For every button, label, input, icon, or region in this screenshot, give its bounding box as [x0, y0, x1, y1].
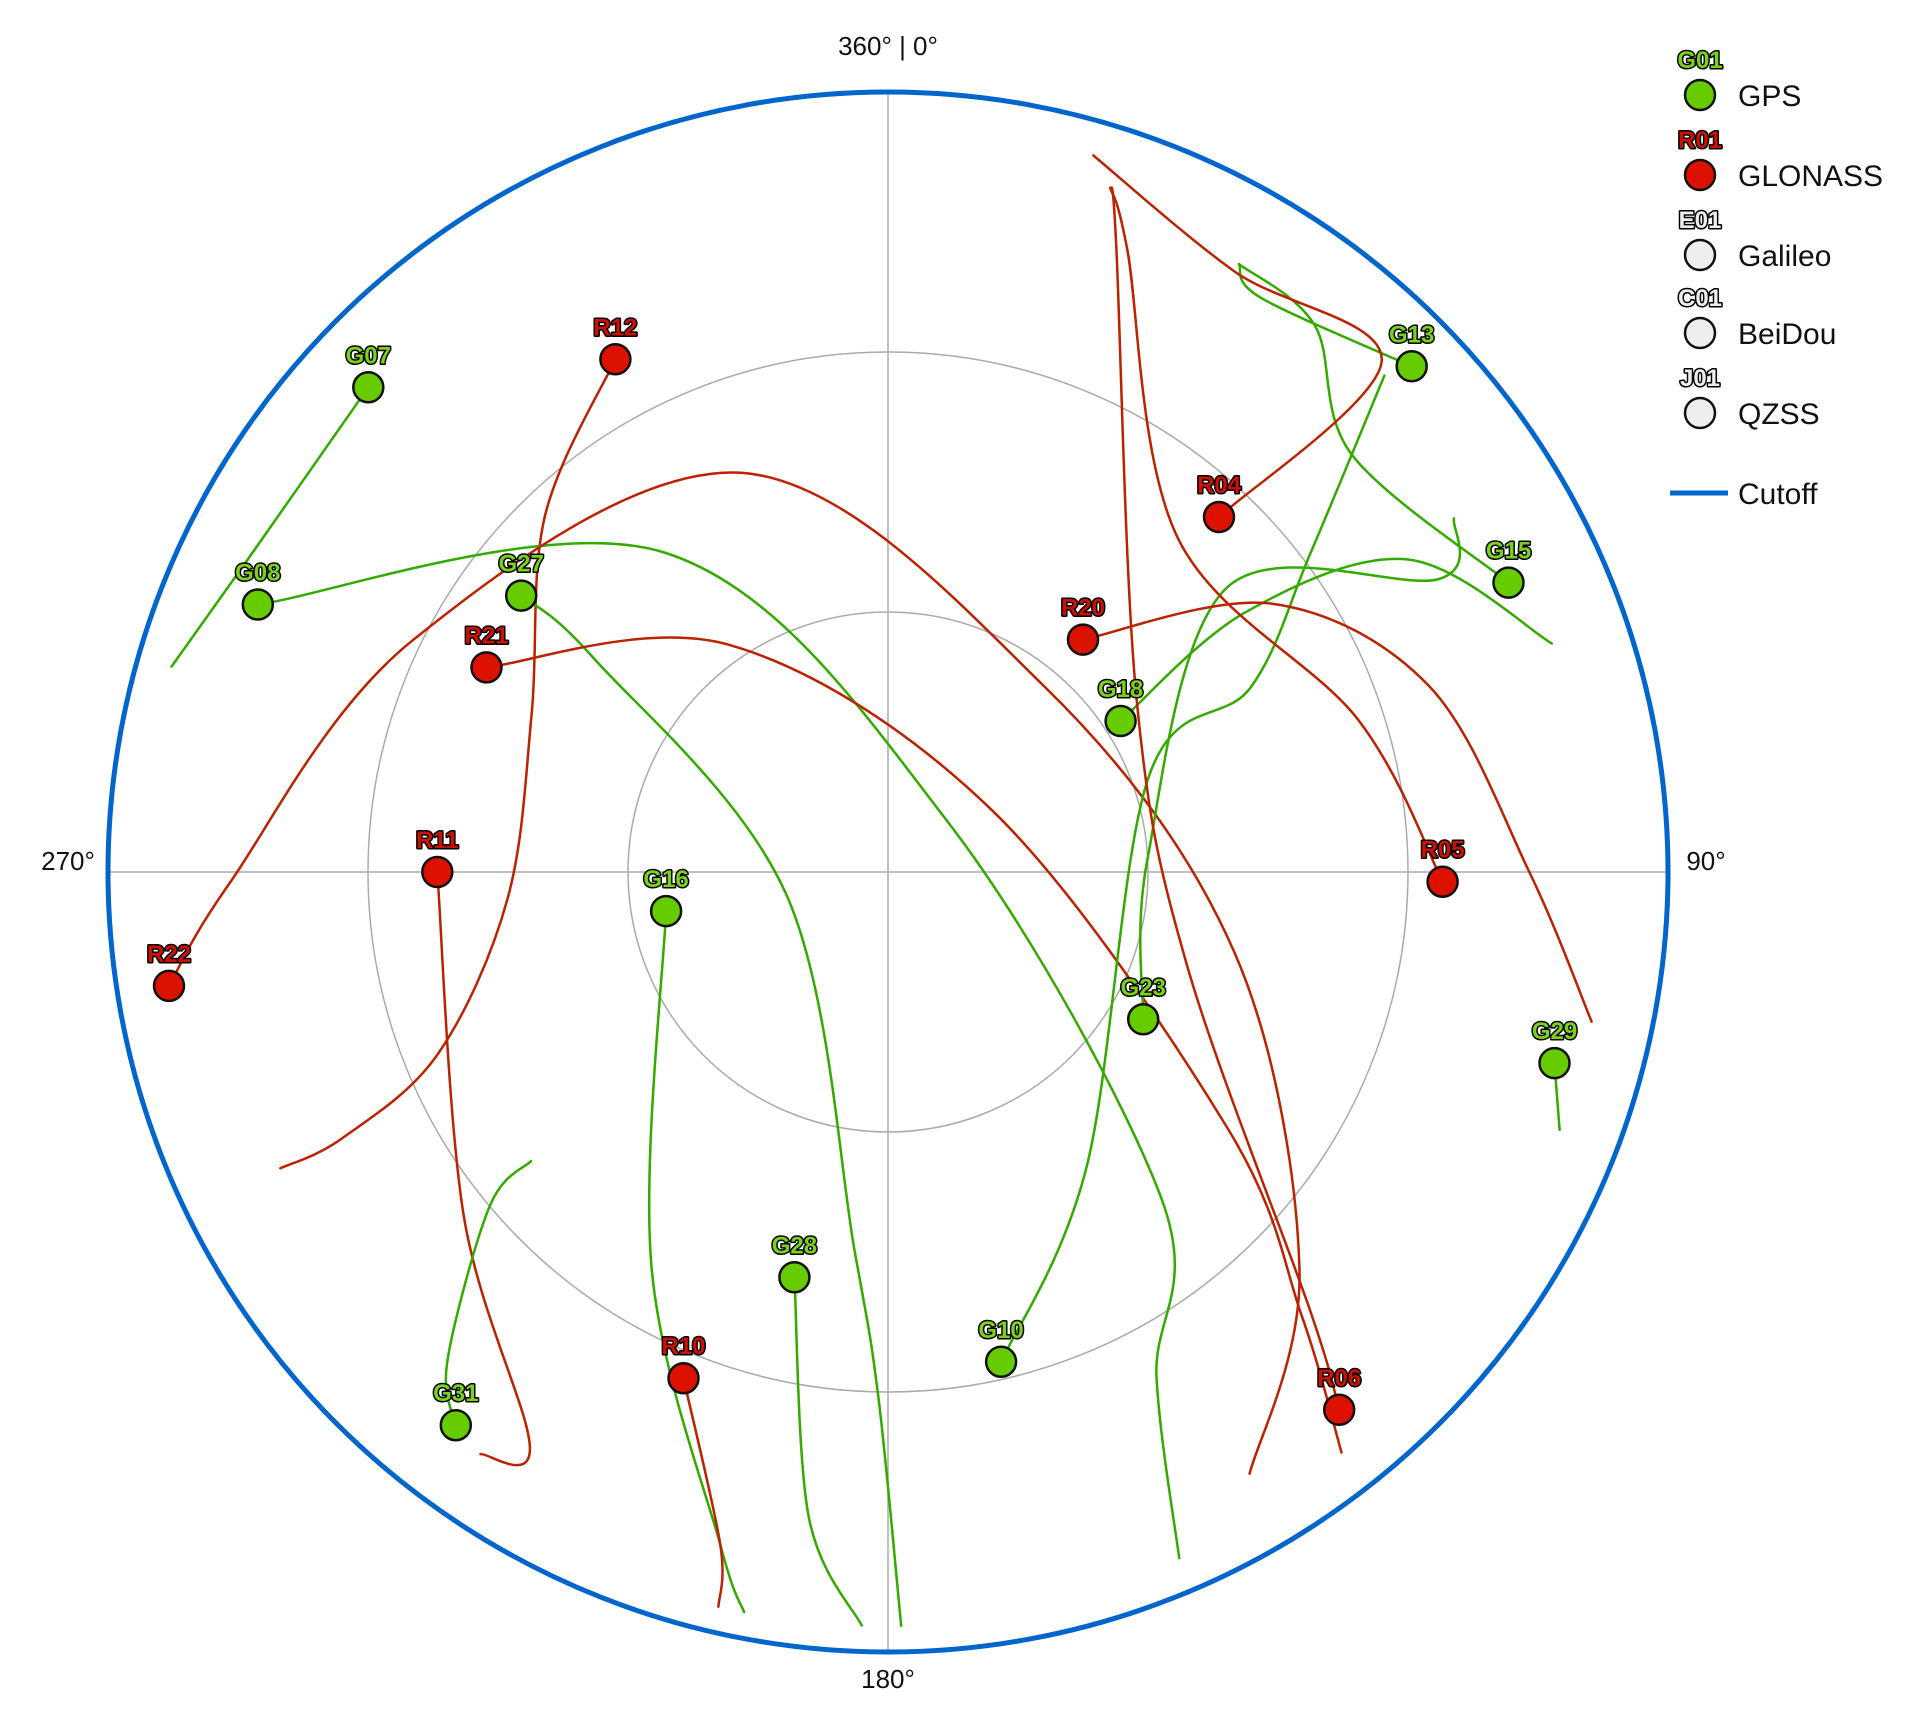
legend-label-gps: GPS: [1738, 80, 1801, 113]
satellite-label-R12: R12: [593, 314, 637, 341]
legend-item-beidou: C01 BeiDou: [1676, 284, 1836, 352]
legend-label-beidou: BeiDou: [1738, 318, 1836, 351]
track-R12: [279, 358, 617, 1170]
track-G16: [647, 909, 746, 1614]
legend-code-galileo: E01: [1679, 207, 1722, 234]
satellite-marker-R12: [599, 343, 632, 376]
track-R22: [167, 471, 1301, 1475]
satellite-marker-G23: [1126, 1003, 1160, 1036]
track-R04: [1092, 154, 1383, 519]
satellite-marker-G10: [984, 1345, 1018, 1379]
legend-item-qzss: J01 QZSS: [1678, 364, 1820, 432]
satellite-label-G13: G13: [1389, 321, 1434, 348]
satellite-marker-G15: [1492, 566, 1525, 599]
legend-label-glonass: GLONASS: [1738, 160, 1883, 193]
satellite-label-G31: G31: [433, 1380, 478, 1407]
direction-labels: 360° | 0° 90° 180° 270°: [41, 31, 1726, 1694]
track-G28: [793, 1276, 863, 1627]
satellite-label-G10: G10: [978, 1317, 1023, 1344]
track-R11: [436, 870, 532, 1467]
track-G10: [999, 374, 1386, 1364]
satellite-marker-R11: [421, 855, 454, 889]
legend-marker-qzss: [1683, 396, 1717, 430]
legend-marker-galileo: [1683, 238, 1717, 272]
satellite-label-R21: R21: [464, 622, 508, 649]
grid-layer: [105, 89, 1671, 1655]
track-G07: [170, 386, 370, 668]
track-G15: [1237, 262, 1510, 584]
legend-label-cutoff: Cutoff: [1738, 478, 1818, 511]
satellite-marker-R20: [1066, 623, 1100, 656]
direction-label-west: 270°: [41, 846, 95, 876]
satellite-label-R04: R04: [1197, 472, 1242, 499]
satellite-marker-G28: [778, 1261, 811, 1294]
track-G23: [1139, 517, 1462, 1021]
satellite-label-G07: G07: [346, 342, 391, 369]
direction-label-south: 180°: [861, 1664, 915, 1694]
track-R06: [1109, 186, 1341, 1412]
satellite-label-G08: G08: [235, 560, 280, 587]
legend-item-galileo: E01 Galileo: [1677, 206, 1831, 274]
satellite-label-R20: R20: [1061, 595, 1105, 622]
track-G27: [519, 594, 903, 1628]
track-G08: [256, 541, 1181, 1560]
legend-code-qzss: J01: [1680, 365, 1720, 392]
satellite-label-R11: R11: [416, 827, 459, 854]
satellite-label-R10: R10: [661, 1333, 705, 1360]
satellite-marker-G08: [241, 588, 275, 621]
legend-marker-gps: [1683, 78, 1717, 112]
satellite-marker-G13: [1395, 350, 1428, 383]
satellite-label-G28: G28: [772, 1232, 817, 1259]
track-G13: [1237, 262, 1413, 368]
satellite-marker-R10: [667, 1361, 700, 1395]
satellite-label-G23: G23: [1121, 974, 1166, 1001]
satellite-label-G15: G15: [1486, 538, 1531, 565]
track-G31: [444, 1159, 533, 1427]
legend: G01 GPS R01 GLONASS E01 Galileo C01 BeiD…: [1670, 46, 1883, 511]
cutoff-circle: [105, 89, 1671, 1655]
satellite-marker-G27: [504, 579, 538, 612]
satellite-label-G16: G16: [643, 866, 688, 893]
satellite-marker-R05: [1426, 865, 1459, 898]
track-layer: [167, 154, 1593, 1628]
direction-label-east: 90°: [1686, 846, 1725, 876]
satellite-marker-G07: [352, 371, 385, 404]
satellite-label-R22: R22: [147, 941, 191, 968]
legend-item-cutoff: Cutoff: [1670, 478, 1818, 511]
satellite-marker-G18: [1104, 704, 1137, 738]
satellite-marker-G29: [1538, 1046, 1571, 1080]
legend-marker-glonass: [1683, 158, 1717, 192]
direction-label-north: 360° | 0°: [838, 31, 938, 61]
track-R10: [682, 1376, 724, 1608]
satellite-label-R06: R06: [1317, 1365, 1361, 1392]
satellite-marker-R22: [152, 969, 186, 1003]
legend-item-gps: G01 GPS: [1676, 46, 1802, 114]
satellite-label-G29: G29: [1532, 1018, 1577, 1045]
satellite-label-G27: G27: [499, 551, 544, 578]
legend-item-glonass: R01 GLONASS: [1676, 126, 1883, 194]
track-R20: [1081, 601, 1593, 1023]
legend-code-beidou: C01: [1678, 285, 1722, 312]
satellite-label-R05: R05: [1421, 837, 1465, 864]
satellite-marker-R21: [470, 651, 503, 684]
satellite-marker-R06: [1322, 1393, 1356, 1427]
track-R21: [485, 636, 1343, 1454]
satellite-marker-R04: [1202, 500, 1236, 534]
track-R05: [1109, 186, 1444, 883]
satellite-label-G18: G18: [1098, 676, 1143, 703]
satellite-marker-G16: [649, 894, 683, 928]
legend-label-qzss: QZSS: [1738, 398, 1820, 431]
legend-code-gps: G01: [1677, 47, 1722, 74]
track-G18: [1119, 557, 1554, 723]
legend-label-galileo: Galileo: [1738, 240, 1831, 273]
legend-code-glonass: R01: [1678, 127, 1722, 154]
legend-marker-beidou: [1683, 316, 1717, 350]
satellite-marker-G31: [439, 1408, 473, 1442]
